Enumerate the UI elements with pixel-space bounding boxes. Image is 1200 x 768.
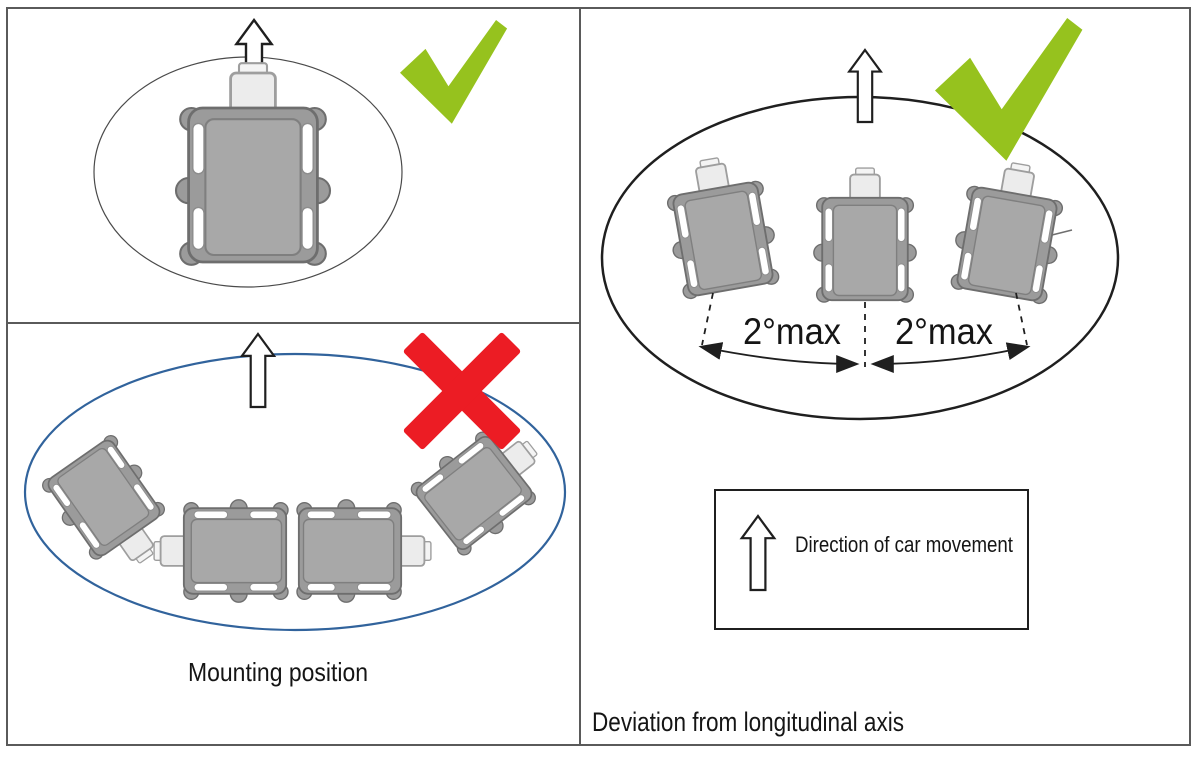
device-sideways-left [153,498,289,604]
device-tilt-left-2deg [657,149,784,302]
cross-icon [402,331,522,451]
angle-arrow-right [870,342,1031,373]
legend-box: Direction of car movement [714,489,1029,630]
device-tilt-right-2deg [946,154,1073,307]
device-straight [812,167,918,303]
panel-top-left [93,18,508,288]
panel-bottom-left: Mounting position [23,331,567,687]
deviation-label-right: 2°max [895,311,993,352]
angle-arrow-left [698,342,860,373]
deviation-label-left: 2°max [743,311,841,352]
mounting-position-caption: Mounting position [188,657,368,687]
check-icon [400,20,508,124]
device-sideways-right [296,498,432,604]
up-arrow-icon [848,48,882,124]
check-icon [935,18,1083,161]
up-arrow-icon [240,332,276,409]
deviation-measurement [698,292,1031,373]
dashed-axis-left [701,292,714,346]
device [174,61,332,267]
dashed-axis-right [1015,292,1028,346]
deviation-caption: Deviation from longitudinal axis [592,707,904,737]
panel-borders [6,7,1191,746]
panel-right: 2°max 2°max Direction of car movement De… [592,18,1120,737]
legend-label: Direction of car movement [795,532,1013,557]
pointer-artifact-line [1051,229,1073,236]
orientation-ellipse-blue [23,352,567,632]
